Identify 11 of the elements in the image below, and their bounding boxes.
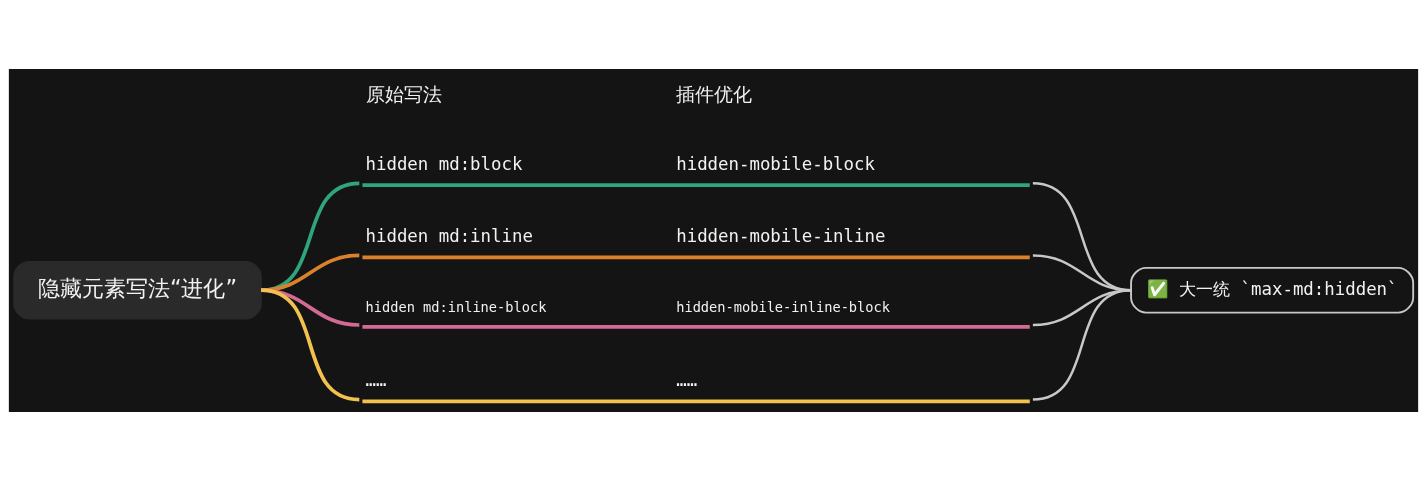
connector: [260, 288, 360, 402]
label: 插件优化: [676, 84, 753, 106]
node-box: ✅ 大一统 `max-md:hidden`: [1130, 266, 1415, 314]
label: 原始写法: [365, 84, 442, 106]
node-text: hidden md:inline-block hidden-mobile-inline-block: [365, 299, 890, 316]
connector: [261, 288, 360, 327]
node-text: hidden md:block hidden-mobile-block: [365, 153, 875, 174]
connector: [1032, 288, 1132, 401]
node-box: 隐藏元素写法“进化”: [13, 261, 262, 320]
node-text: hidden md:inline hidden-mobile-inline: [365, 225, 886, 246]
node-text: …… ……: [365, 370, 698, 391]
